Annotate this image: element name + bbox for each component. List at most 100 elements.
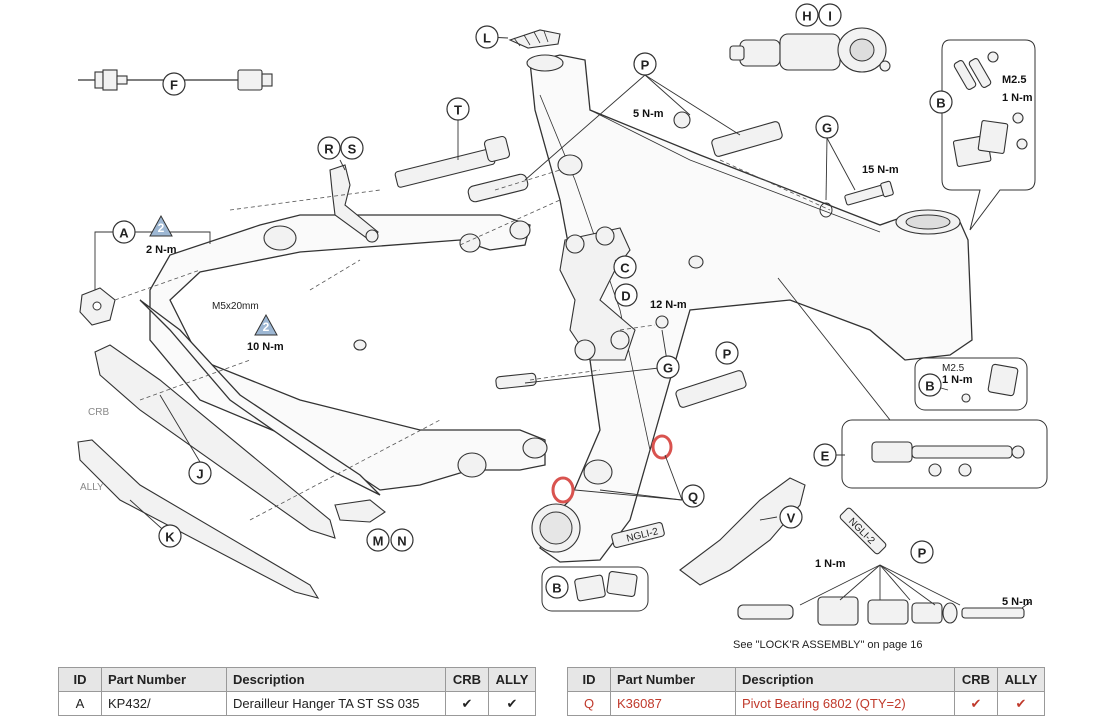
guard-part-mn (334, 499, 386, 523)
callout-m-label: M (373, 534, 384, 549)
col-header-part-number: Part Number (101, 667, 227, 692)
warning-number-1: 2 (158, 221, 165, 235)
bolt-part-g (495, 180, 894, 390)
callout-i: I (818, 3, 842, 27)
callout-q: Q (681, 484, 705, 508)
callout-d-label: D (621, 289, 630, 304)
callout-b-top-label: B (936, 96, 945, 111)
warning-triangle-1: 2 (149, 214, 173, 237)
pivot-bearings-q (551, 434, 673, 504)
lockr-assembly-note: See "LOCK'R ASSEMBLY" on page 16 (733, 639, 923, 651)
col-header-crb: CRB (445, 667, 489, 692)
grease-tube-label: NGLI-2 (625, 526, 659, 545)
cell-id: Q (567, 691, 611, 716)
warning-triangle-2: 2 (254, 313, 278, 336)
callout-b-mid: B (918, 373, 942, 397)
detail-box-b-mid (914, 357, 1028, 411)
torque-1nm-bottom: 1 N-m (815, 558, 846, 570)
detail-box-b-bottom (541, 566, 649, 612)
callout-p-top-label: P (641, 58, 650, 73)
callout-g-mid: G (656, 355, 680, 379)
callout-e-label: E (821, 449, 830, 464)
callout-k-label: K (165, 530, 175, 545)
callout-j-label: J (196, 467, 203, 482)
cell-description: Derailleur Hanger TA ST SS 035 (226, 691, 446, 716)
cell-description: Pivot Bearing 6802 (QTY=2) (735, 691, 955, 716)
pivot-hardware-p-top (673, 111, 783, 157)
callout-t-label: T (454, 103, 462, 118)
table-header-row: ID Part Number Description CRB ALLY (58, 667, 536, 692)
callout-m: M (366, 528, 390, 552)
parts-table-right: ID Part Number Description CRB ALLY Q K3… (567, 667, 1045, 716)
pivot-axle-t (394, 135, 529, 203)
callout-p-mid-label: P (723, 347, 732, 362)
exploded-frame-diagram: NGLI-2 NGLI-2 (77, 3, 1048, 626)
cell-ally: ✔ (997, 691, 1045, 716)
col-header-crb: CRB (954, 667, 998, 692)
torque-2nm: 2 N-m (146, 244, 177, 256)
callout-b-mid-label: B (925, 379, 934, 394)
callout-n: N (390, 528, 414, 552)
bolt-size-m5x20: M5x20mm (212, 301, 259, 312)
callout-p-bottom: P (910, 540, 934, 564)
table-row: Q K36087 Pivot Bearing 6802 (QTY=2) ✔ ✔ (567, 691, 1045, 716)
torque-5nm-top: 5 N-m (633, 108, 664, 120)
pivot-axle-p-mid (675, 370, 747, 408)
cell-ally: ✔ (488, 691, 536, 716)
torque-12nm: 12 N-m (650, 299, 687, 311)
callout-b-top: B (929, 90, 953, 114)
callout-v-label: V (787, 511, 796, 526)
link-part-rs (329, 164, 379, 243)
callout-l-label: L (483, 31, 491, 46)
callout-h-label: H (802, 9, 811, 24)
downtube-protector-v (679, 477, 806, 586)
callout-s: S (340, 136, 364, 160)
callout-p-top: P (633, 52, 657, 76)
callout-v: V (779, 505, 803, 529)
col-header-description: Description (735, 667, 955, 692)
rear-swingarm (139, 214, 548, 496)
callout-i-label: I (828, 9, 832, 24)
leader-lines (94, 36, 949, 537)
callout-b-bottom: B (545, 575, 569, 599)
table-row: A KP432/ Derailleur Hanger TA ST SS 035 … (58, 691, 536, 716)
part-l-clip (508, 29, 561, 49)
torque-1nm-mid: 1 N-m (942, 374, 973, 386)
chainstay-guard-k-ally (77, 439, 320, 599)
chainstay-guard-j-crb (94, 344, 336, 539)
callout-r-label: R (324, 142, 334, 157)
callout-a: A (112, 220, 136, 244)
cell-crb: ✔ (445, 691, 489, 716)
col-header-ally: ALLY (488, 667, 536, 692)
callout-t: T (446, 97, 470, 121)
parts-table-left: ID Part Number Description CRB ALLY A KP… (58, 667, 536, 716)
callout-n-label: N (397, 534, 406, 549)
variant-label-crb: CRB (88, 407, 109, 418)
callout-s-label: S (348, 142, 357, 157)
callout-k: K (158, 524, 182, 548)
callout-h: H (795, 3, 819, 27)
callout-q-label: Q (688, 490, 698, 505)
callout-g-mid-label: G (663, 361, 673, 376)
torque-1nm-b-top: 1 N-m (1002, 92, 1033, 104)
cell-part-number: K36087 (610, 691, 736, 716)
cell-id: A (58, 691, 102, 716)
grease-tube-ngli-2: NGLI-2 (839, 507, 887, 555)
derailleur-hanger-a (79, 287, 116, 326)
callout-g-top: G (815, 115, 839, 139)
col-header-description: Description (226, 667, 446, 692)
callout-c-label: C (620, 261, 630, 276)
callout-j: J (188, 461, 212, 485)
variant-label-ally: ALLY (80, 482, 104, 493)
callout-r: R (317, 136, 341, 160)
col-header-id: ID (567, 667, 611, 692)
warning-number-2: 2 (263, 320, 270, 334)
callout-p-mid: P (715, 341, 739, 365)
callout-f-label: F (170, 78, 178, 93)
callout-p-bottom-label: P (918, 546, 927, 561)
callout-d: D (614, 283, 638, 307)
col-header-id: ID (58, 667, 102, 692)
torque-5nm-bottom: 5 N-m (1002, 596, 1033, 608)
detail-box-b-top (941, 39, 1036, 231)
axle-part-f (78, 69, 273, 91)
